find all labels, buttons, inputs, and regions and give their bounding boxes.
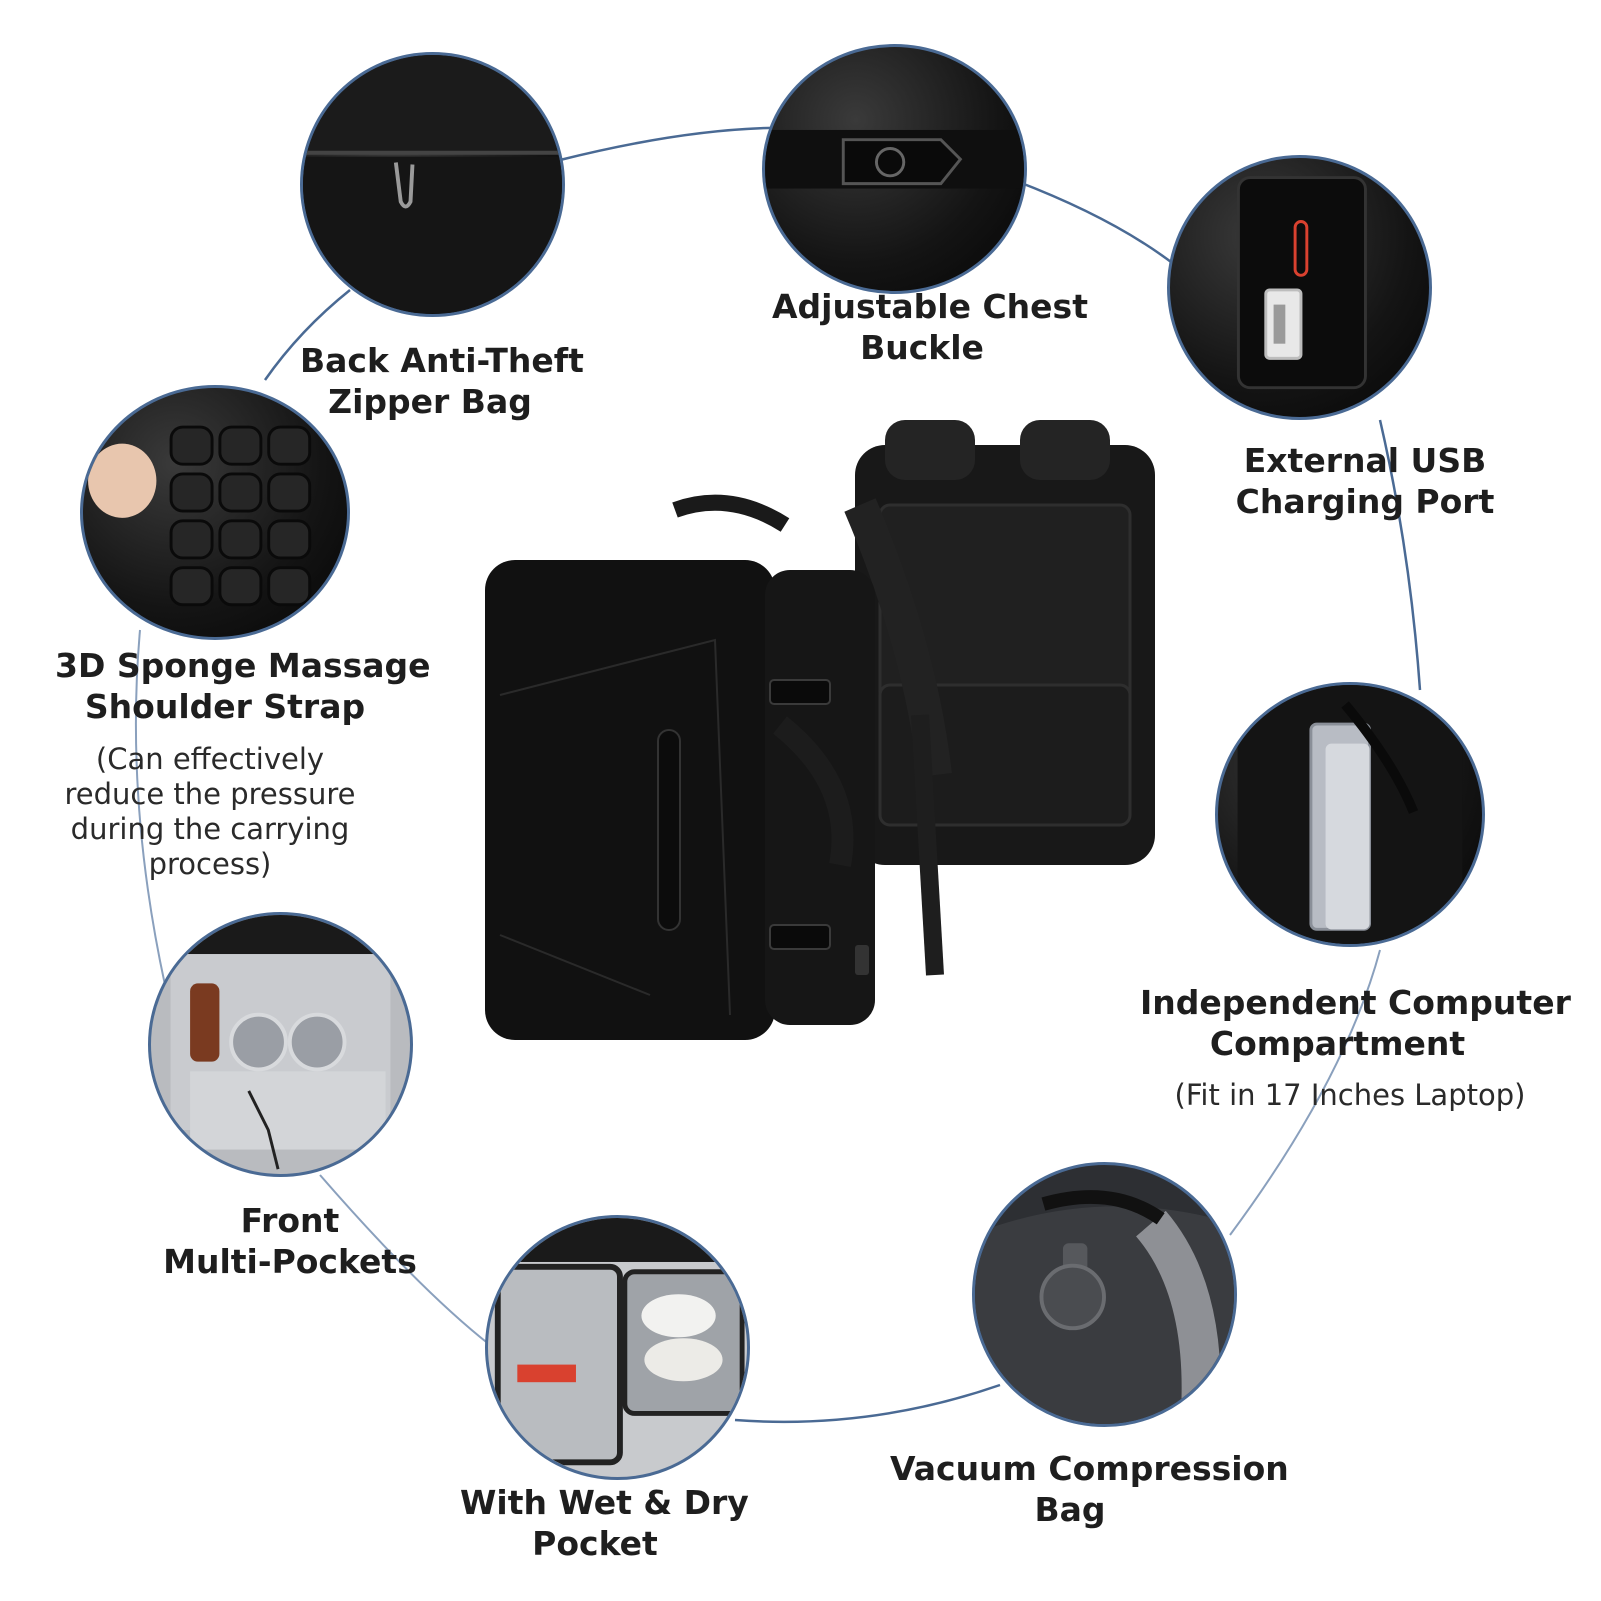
feature-image-wet-dry: [485, 1215, 750, 1480]
feature-title-front-pockets: Front Multi-Pockets: [163, 1201, 417, 1281]
feature-image-computer-compartment: [1215, 682, 1485, 947]
feature-title-wet-dry: With Wet & Dry Pocket: [460, 1483, 749, 1563]
feature-image-shoulder-strap: [80, 385, 350, 640]
feature-note-computer-compartment: (Fit in 17 Inches Laptop): [1174, 1078, 1526, 1112]
feature-title-usb-port: External USB Charging Port: [1235, 441, 1495, 521]
feature-title-back-anti-theft: Back Anti-Theft Zipper Bag: [300, 341, 584, 421]
padded-strap-icon: [88, 425, 312, 607]
feature-title-vacuum: Vacuum Compression Bag: [890, 1449, 1289, 1529]
front-pocket-icon: [151, 915, 410, 1170]
laptop-sleeve-icon: [1237, 685, 1463, 944]
vacuum-valve-icon: [975, 1190, 1234, 1424]
feature-image-chest-buckle: [762, 44, 1027, 294]
feature-note-shoulder-strap: (Can effectively reduce the pressure dur…: [64, 742, 356, 881]
feature-image-back-anti-theft: [300, 52, 565, 317]
travel-backpack-icon: [485, 420, 1155, 1040]
feature-title-computer-compartment: Independent Computer Compartment: [1140, 983, 1571, 1063]
shoe-pocket-icon: [488, 1218, 747, 1466]
feature-image-vacuum: [972, 1162, 1237, 1427]
buckle-icon: [765, 129, 1024, 189]
feature-image-front-pockets: [148, 912, 413, 1177]
feature-title-chest-buckle: Adjustable Chest Buckle: [772, 287, 1088, 367]
feature-image-usb-port: [1167, 155, 1432, 420]
feature-title-shoulder-strap: 3D Sponge Massage Shoulder Strap: [55, 646, 431, 726]
zipper-pocket-icon: [303, 55, 562, 314]
usb-port-icon: [1236, 176, 1367, 390]
